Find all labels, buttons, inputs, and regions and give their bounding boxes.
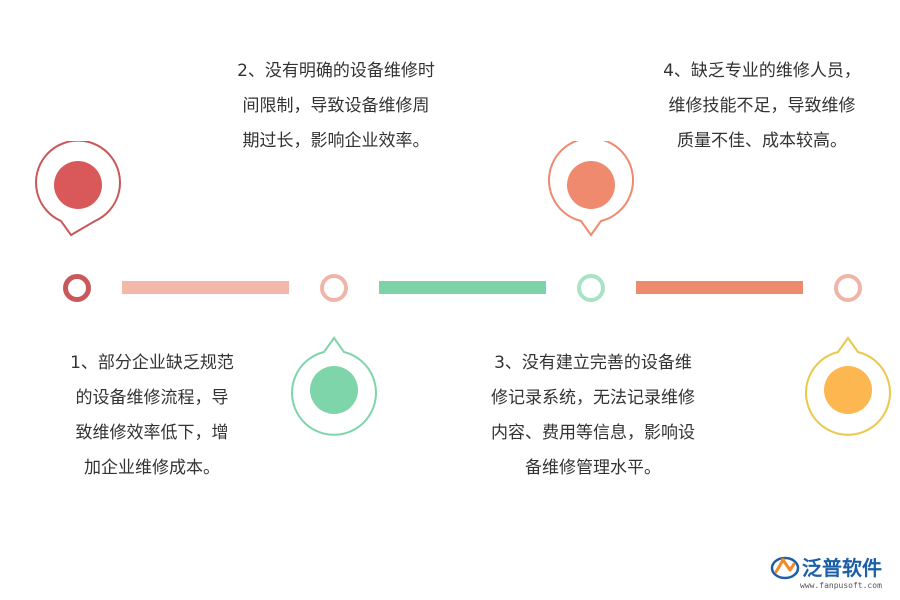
pin-marker-1 (30, 141, 126, 245)
timeline-node-1 (63, 274, 91, 302)
pin-marker-3 (544, 141, 640, 245)
logo-name: 泛普软件 (802, 556, 882, 580)
timeline-node-3 (577, 274, 605, 302)
timeline-node-2 (320, 274, 348, 302)
step-2-line: 2、没有明确的设备维修时 (237, 61, 435, 81)
step-3-line: 修记录系统，无法记录维修 (491, 388, 695, 408)
step-2-text: 2、没有明确的设备维修时 间限制，导致设备维修周 期过长，影响企业效率。 (216, 54, 456, 159)
logo-icon (770, 556, 800, 580)
timeline-connector-2 (379, 281, 546, 294)
timeline-node-4 (834, 274, 862, 302)
step-4-text: 4、缺乏专业的维修人员， 维修技能不足，导致维修 质量不佳、成本较高。 (642, 54, 882, 159)
step-1-text: 1、部分企业缺乏规范 的设备维修流程，导 致维修效率低下，增 加企业维修成本。 (52, 346, 252, 486)
step-4-line: 质量不佳、成本较高。 (677, 131, 847, 151)
brand-logo: 泛普软件 www.fanpusoft.com (770, 550, 895, 595)
pin-marker-4 (801, 334, 897, 438)
step-3-line: 内容、费用等信息，影响设 (491, 423, 695, 443)
step-2-line: 期过长，影响企业效率。 (242, 131, 430, 151)
step-4-line: 维修技能不足，导致维修 (668, 96, 856, 116)
step-1-line: 加企业维修成本。 (84, 458, 220, 478)
timeline-connector-1 (122, 281, 289, 294)
logo-url: www.fanpusoft.com (800, 581, 882, 590)
step-1-line: 1、部分企业缺乏规范 (70, 353, 234, 373)
step-1-line: 的设备维修流程，导 (75, 388, 229, 408)
step-4-line: 4、缺乏专业的维修人员， (663, 61, 861, 81)
pin-marker-2 (287, 334, 383, 438)
step-1-line: 致维修效率低下，增 (75, 423, 229, 443)
step-3-line: 3、没有建立完善的设备维 (494, 353, 692, 373)
timeline-connector-3 (636, 281, 803, 294)
step-3-line: 备维修管理水平。 (525, 458, 661, 478)
step-3-text: 3、没有建立完善的设备维 修记录系统，无法记录维修 内容、费用等信息，影响设 备… (473, 346, 713, 486)
step-2-line: 间限制，导致设备维修周 (242, 96, 430, 116)
